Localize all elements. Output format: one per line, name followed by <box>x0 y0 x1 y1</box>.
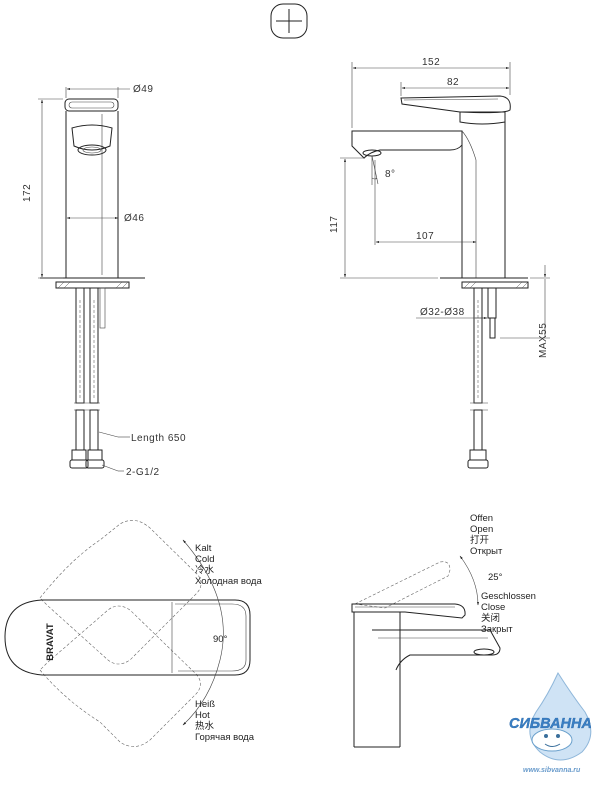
hot-labels: Heiß Hot 热水 Горячая вода <box>195 699 255 743</box>
close-label-ru: Закрыт <box>481 624 513 635</box>
dim-d49-label: Ø49 <box>133 84 153 95</box>
open-label-zh: 打开 <box>470 534 490 546</box>
lever-angle-label: 25° <box>488 572 503 583</box>
watermark-name: СИБВАННА <box>509 716 592 732</box>
open-label-en: Open <box>470 524 493 535</box>
hot-label-de: Heiß <box>195 699 215 710</box>
rotation-angle-label: 90° <box>213 634 228 645</box>
open-labels: Offen Open 打开 Открыт <box>470 513 503 557</box>
brand-logo: BRAVAT <box>45 623 56 661</box>
side-view <box>351 95 529 469</box>
front-view <box>40 98 145 469</box>
front-view-dimensions <box>38 87 130 472</box>
watermark-url: www.sibvanna.ru <box>523 767 581 774</box>
open-label-de: Offen <box>470 513 493 524</box>
close-label-de: Geschlossen <box>481 591 536 602</box>
cold-label-zh: 冷水 <box>195 564 215 576</box>
hose-length-label: Length 650 <box>131 433 186 444</box>
dim-107-label: 107 <box>416 231 434 242</box>
dim-117-label: 117 <box>329 216 340 233</box>
side-view-dimensions <box>340 62 550 339</box>
cold-label-ru: Холодная вода <box>195 576 262 587</box>
dim-152-label: 152 <box>422 57 440 68</box>
hot-label-zh: 热水 <box>195 720 215 732</box>
dim-8deg-label: 8° <box>385 169 396 180</box>
close-label-zh: 关闭 <box>481 612 500 624</box>
open-label-ru: Открыт <box>470 546 503 557</box>
dim-d46-label: Ø46 <box>124 213 144 224</box>
projection-symbol-icon <box>270 3 308 39</box>
thread-label: 2-G1/2 <box>126 467 160 478</box>
watermark: СИБВАННА www.sibvanna.ru <box>509 671 592 774</box>
lever-motion-view <box>351 555 501 748</box>
cold-label-de: Kalt <box>195 543 212 554</box>
dim-hole-label: Ø32-Ø38 <box>420 307 465 318</box>
close-label-en: Close <box>481 602 505 613</box>
dim-max55-label: MAX55 <box>538 323 549 358</box>
dim-172-label: 172 <box>22 184 33 202</box>
water-drop-icon <box>529 671 592 761</box>
dim-82-label: 82 <box>447 77 459 88</box>
hot-label-en: Hot <box>195 710 210 721</box>
rotation-top-view <box>4 520 251 747</box>
cold-labels: Kalt Cold 冷水 Холодная вода <box>195 543 262 587</box>
hot-label-ru: Горячая вода <box>195 732 255 743</box>
cold-label-en: Cold <box>195 554 215 565</box>
close-labels: Geschlossen Close 关闭 Закрыт <box>481 591 536 635</box>
